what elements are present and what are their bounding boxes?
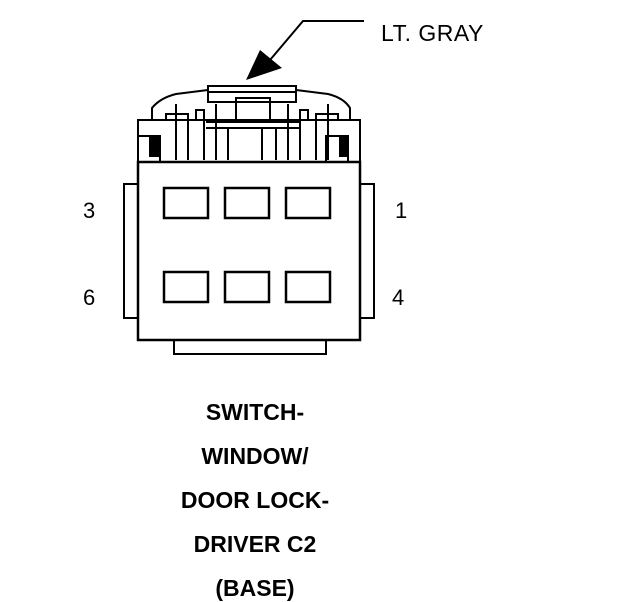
cavity-2 [223, 186, 271, 220]
pin-label-1: 1 [395, 198, 408, 223]
title-line-3: DOOR LOCK- [180, 487, 330, 513]
cavity-3 [162, 186, 210, 220]
connector-shell-top [137, 119, 361, 163]
cavity-5 [223, 270, 271, 304]
wire-color-label: LT. GRAY [381, 20, 484, 46]
pin-label-4: 4 [392, 285, 405, 310]
pin-label-6: 6 [83, 285, 96, 310]
cavity-6 [162, 270, 210, 304]
cavity-1 [284, 186, 332, 220]
connector-latch [151, 85, 351, 160]
connector-title: SWITCH- WINDOW/ DOOR LOCK- DRIVER C2 [130, 390, 380, 566]
connector-body [123, 160, 375, 355]
terminal-cavities [162, 186, 332, 304]
variant-label: (BASE) [215, 575, 295, 601]
leader-arrow [246, 20, 364, 80]
title-line-2: WINDOW/ [201, 443, 309, 469]
pin-label-3: 3 [83, 198, 96, 223]
title-line-4: DRIVER C2 [193, 531, 317, 557]
cavity-4 [284, 270, 332, 304]
title-line-1: SWITCH- [205, 399, 305, 425]
